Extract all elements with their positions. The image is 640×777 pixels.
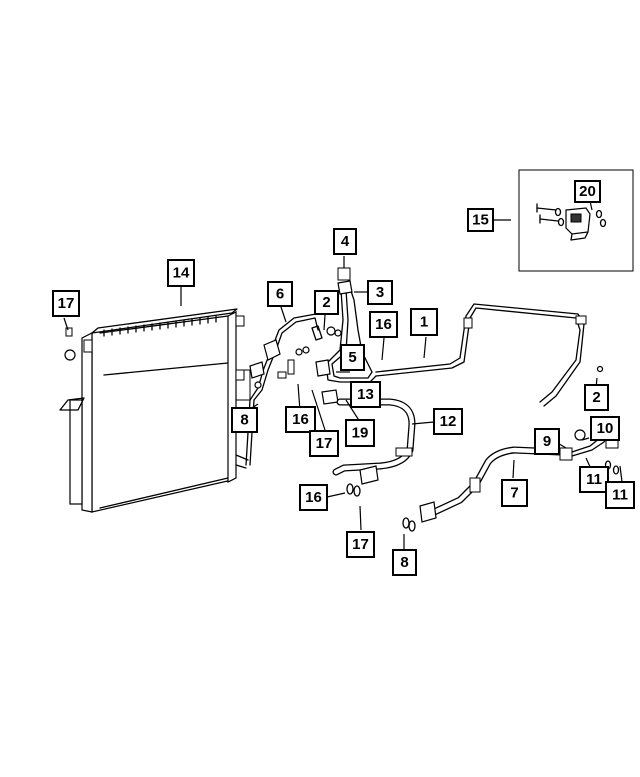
callout-1: 1 (410, 308, 438, 336)
callout-8: 8 (392, 549, 417, 576)
callout-16: 16 (369, 311, 398, 338)
inset-detail-box (518, 169, 634, 272)
discharge-hose-part (332, 398, 416, 485)
callout-7: 7 (501, 479, 528, 507)
callout-17: 17 (52, 290, 80, 317)
callout-17: 17 (309, 430, 339, 457)
callout-19: 19 (345, 419, 375, 447)
callout-label: 8 (240, 412, 248, 429)
callout-20: 20 (574, 180, 601, 203)
callout-8: 8 (231, 407, 258, 433)
callout-label: 16 (305, 489, 322, 506)
callout-6: 6 (267, 281, 293, 307)
callout-label: 9 (543, 433, 551, 450)
callout-label: 3 (376, 284, 384, 301)
callout-16: 16 (299, 484, 328, 511)
callout-label: 12 (440, 413, 457, 430)
callout-label: 2 (592, 389, 600, 406)
suction-hose-part (419, 429, 619, 523)
callout-label: 11 (586, 471, 602, 488)
callout-label: 19 (352, 425, 369, 442)
callout-13: 13 (350, 381, 381, 408)
condenser-part (59, 308, 251, 513)
long-tube-part (375, 303, 604, 407)
callout-3: 3 (367, 280, 393, 305)
callout-label: 14 (173, 265, 190, 282)
callout-label: 6 (276, 286, 284, 303)
callout-4: 4 (333, 228, 357, 255)
callout-label: 7 (510, 485, 518, 502)
callout-label: 2 (322, 294, 330, 311)
callout-label: 11 (612, 487, 628, 504)
callout-11: 11 (605, 481, 635, 509)
callout-11: 11 (579, 466, 609, 493)
callout-2: 2 (314, 290, 339, 315)
callout-label: 8 (400, 554, 408, 571)
callout-10: 10 (590, 416, 620, 441)
callout-label: 5 (348, 349, 356, 366)
callout-9: 9 (534, 428, 560, 455)
callout-14: 14 (167, 259, 195, 287)
o-rings-part (254, 371, 620, 532)
callout-label: 17 (316, 435, 333, 452)
callout-label: 17 (58, 295, 75, 312)
callout-label: 1 (420, 314, 428, 331)
callout-label: 15 (472, 212, 489, 229)
callout-label: 13 (357, 386, 374, 403)
callout-label: 4 (341, 233, 350, 250)
callout-12: 12 (433, 408, 463, 435)
callout-15: 15 (467, 208, 494, 232)
callout-label: 16 (292, 411, 309, 428)
callout-2: 2 (584, 384, 609, 411)
callout-label: 17 (352, 536, 369, 553)
callout-5: 5 (340, 344, 365, 371)
callout-label: 20 (579, 183, 596, 200)
callout-16: 16 (285, 406, 316, 433)
callout-label: 10 (597, 420, 614, 437)
callout-label: 16 (375, 316, 392, 333)
callout-17: 17 (346, 531, 375, 558)
liquid-line-part (245, 313, 342, 466)
